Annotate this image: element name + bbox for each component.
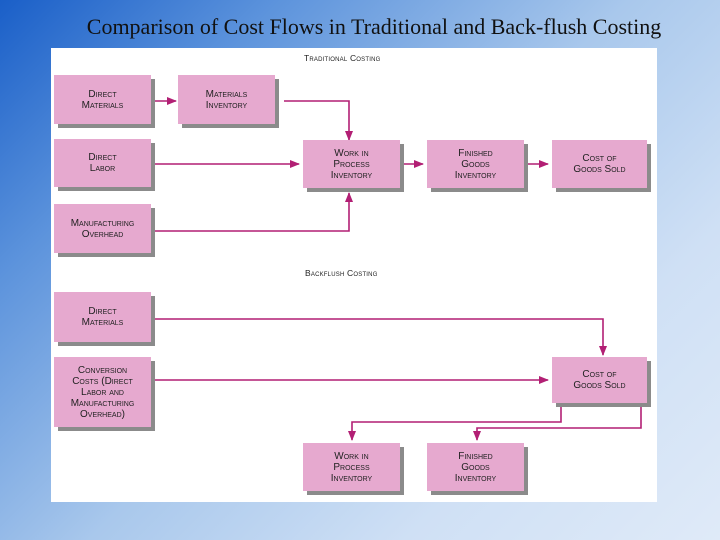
backflush-costing-heading: Backflush Costing bbox=[305, 268, 378, 278]
trad-cogs-label: Cost of Goods Sold bbox=[573, 153, 626, 175]
bf-wip-inventory-label: Work in Process Inventory bbox=[330, 450, 373, 484]
bf-wip-inventory-box: Work in Process Inventory bbox=[303, 443, 400, 491]
traditional-costing-heading: Traditional Costing bbox=[304, 53, 381, 63]
bf-direct-materials-label: Direct Materials bbox=[81, 306, 124, 328]
trad-manufacturing-overhead-label: Manufacturing Overhead bbox=[70, 217, 135, 240]
bf-cogs-label: Cost of Goods Sold bbox=[573, 369, 626, 391]
arrow-materials-inv-to-wip bbox=[284, 100, 353, 141]
bf-finished-goods-label: Finished Goods Inventory bbox=[454, 450, 497, 484]
trad-materials-inventory-label: Materials Inventory bbox=[205, 88, 248, 111]
bf-conversion-costs-box: Conversion Costs (Direct Labor and Manuf… bbox=[54, 357, 151, 427]
arrow-overhead-to-wip bbox=[154, 192, 353, 232]
trad-finished-goods-box: Finished Goods Inventory bbox=[427, 140, 524, 188]
trad-direct-materials-label: Direct Materials bbox=[81, 88, 124, 111]
trad-direct-labor-box: Direct Labor bbox=[54, 139, 151, 187]
trad-manufacturing-overhead-box: Manufacturing Overhead bbox=[54, 204, 151, 253]
bf-cogs-box: Cost of Goods Sold bbox=[552, 357, 647, 403]
arrow-bf-cogs-to-fg bbox=[473, 406, 642, 441]
trad-materials-inventory-box: Materials Inventory bbox=[178, 75, 275, 124]
trad-direct-labor-label: Direct Labor bbox=[88, 152, 117, 174]
bf-finished-goods-box: Finished Goods Inventory bbox=[427, 443, 524, 491]
arrow-bf-cogs-to-wip bbox=[348, 406, 562, 441]
flow-arrows bbox=[154, 97, 642, 441]
trad-direct-materials-box: Direct Materials bbox=[54, 75, 151, 124]
trad-cogs-box: Cost of Goods Sold bbox=[552, 140, 647, 188]
bf-direct-materials-box: Direct Materials bbox=[54, 292, 151, 342]
trad-wip-inventory-label: Work in Process Inventory bbox=[330, 147, 373, 181]
slide-title: Comparison of Cost Flows in Traditional … bbox=[86, 14, 662, 39]
bf-conversion-costs-label: Conversion Costs (Direct Labor and Manuf… bbox=[70, 364, 135, 420]
trad-wip-inventory-box: Work in Process Inventory bbox=[303, 140, 400, 188]
trad-finished-goods-label: Finished Goods Inventory bbox=[454, 147, 497, 181]
cost-flow-diagram: Traditional Costing Backflush Costing Di… bbox=[51, 48, 657, 502]
arrow-bf-dm-to-cogs bbox=[154, 318, 607, 356]
